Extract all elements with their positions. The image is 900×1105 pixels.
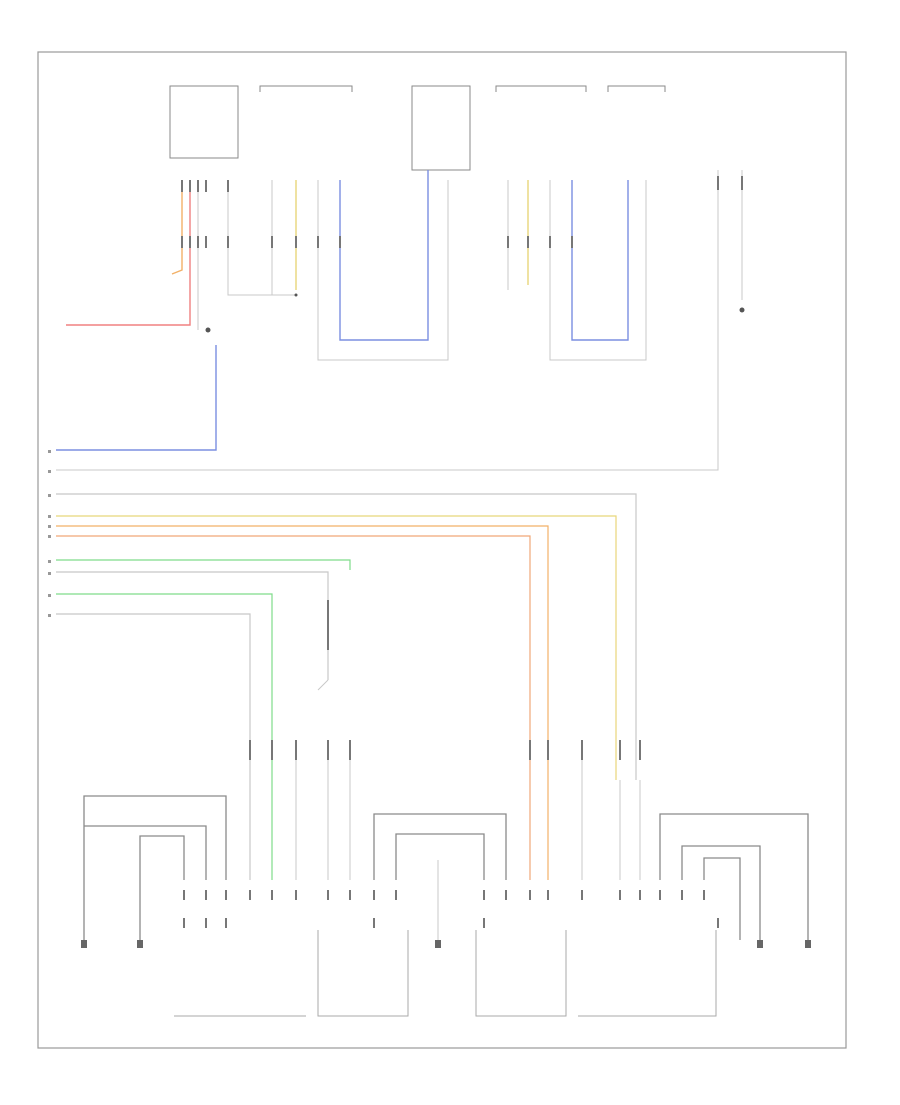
wire-blue-loop-2 bbox=[571, 180, 629, 341]
connector-bracket-4 bbox=[495, 85, 587, 92]
bottom-gray-wires bbox=[295, 679, 641, 940]
mid-wire-markers bbox=[249, 600, 641, 760]
top-gray-wires bbox=[56, 170, 743, 471]
wire-blue-bus bbox=[56, 345, 217, 451]
module-box-1 bbox=[169, 85, 239, 159]
bus-yellow bbox=[56, 515, 617, 780]
top-wires bbox=[56, 170, 629, 451]
wire-red bbox=[66, 180, 191, 326]
bus-gray-2 bbox=[56, 571, 329, 680]
bus-gray-1 bbox=[56, 493, 637, 780]
top-connector-pins bbox=[181, 176, 743, 248]
horizontal-bus bbox=[56, 493, 637, 880]
bottom-connector-pins bbox=[183, 890, 719, 928]
connector-bracket-3 bbox=[411, 85, 471, 171]
bus-orange-2 bbox=[56, 535, 531, 880]
bottom-grounds bbox=[81, 940, 811, 948]
bottom-wiring bbox=[83, 795, 809, 940]
top-connector-group bbox=[169, 85, 666, 171]
connector-bracket-2 bbox=[259, 85, 353, 92]
diagram-frame bbox=[37, 51, 847, 1049]
bus-left-ticks bbox=[48, 450, 51, 617]
bus-green-2 bbox=[56, 593, 273, 880]
bus-gray-3 bbox=[56, 613, 251, 880]
wire-blue-loop-1 bbox=[339, 170, 429, 341]
bus-orange-1 bbox=[56, 525, 549, 880]
bottom-module-boundaries bbox=[174, 930, 717, 1017]
connector-bracket-5 bbox=[607, 85, 666, 92]
wire-orange bbox=[171, 180, 183, 275]
bus-green bbox=[56, 559, 351, 570]
top-splices bbox=[205, 293, 745, 333]
